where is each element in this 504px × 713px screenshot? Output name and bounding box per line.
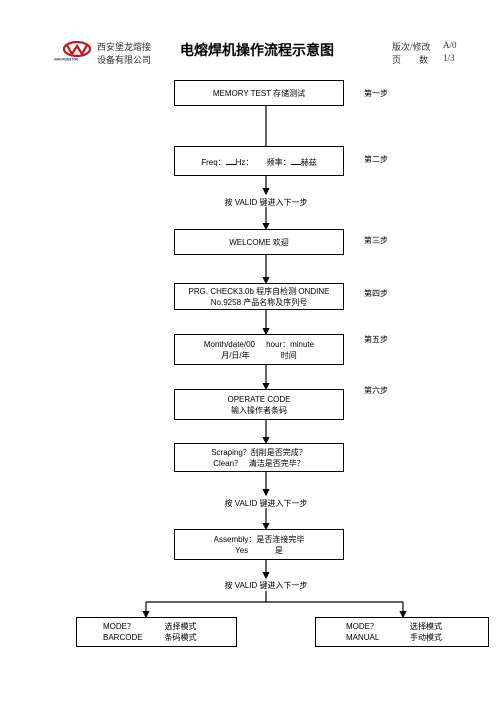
document-title: 电熔焊机操作流程示意图	[180, 43, 334, 59]
step-label-2: 第二步	[364, 155, 388, 164]
operate-code-line2: 输入操作者条码	[231, 405, 287, 415]
hezi-label: 赫兹	[300, 157, 317, 167]
shi-label: 是	[274, 545, 283, 555]
mode-box-barcode: MODE？ 选择模式 BARCODE 条码模式	[76, 617, 237, 647]
frequency-line: Freq： Hz： 频率： 赫兹	[201, 155, 317, 168]
date-time-line2: 月/日/年 时间	[221, 350, 297, 361]
pinlv-label: 频率：	[266, 157, 291, 167]
version-value: A/0	[443, 40, 457, 50]
time-label: 时间	[280, 350, 297, 360]
mode-box-manual: MODE？ 选择模式 MANUAL 手动模式	[315, 617, 489, 647]
step-box-scraping: Scraping？刮削是否完成？ Clean？ 清洁是否完毕？	[174, 443, 344, 472]
step-label-4: 第四步	[364, 289, 388, 298]
memory-test-label: MEMORY TEST 存储测试	[212, 88, 306, 98]
step-label-6: 第六步	[364, 386, 388, 395]
manual-mode-label: 手动模式	[410, 633, 442, 642]
program-check-line2: No.9258 产品名称及序列号	[210, 297, 308, 307]
manual-label: MANUAL	[346, 633, 380, 642]
freq-blank	[225, 155, 236, 165]
step-box-date-time: Month/date/00 hour：minute 月/日/年 时间	[174, 334, 344, 365]
mode-question-left: MODE？	[103, 622, 135, 631]
step-box-memory-test: MEMORY TEST 存储测试	[174, 80, 344, 106]
assembly-line1: Assembly：是否连接完毕	[213, 534, 305, 544]
company-logo: XIAN RUNSTON	[54, 40, 94, 63]
welcome-label: WELCOME 欢迎	[229, 237, 289, 247]
program-check-line1: PRG. CHECK3.0b 程序自检测 ONDINE	[188, 286, 330, 296]
step-label-5: 第五步	[364, 335, 388, 344]
step-label-1: 第一步	[364, 89, 388, 98]
operate-code-line1: OPERATE CODE	[227, 394, 291, 404]
page-label: 页 数	[392, 55, 429, 65]
step-box-frequency: Freq： Hz： 频率： 赫兹	[174, 146, 344, 176]
step-label-3: 第三步	[364, 236, 388, 245]
date-time-line1: Month/date/00 hour：minute	[203, 339, 315, 349]
select-mode-right: 选择模式	[410, 622, 442, 631]
step-box-operate-code: OPERATE CODE 输入操作者条码	[174, 389, 344, 420]
mode-question-right: MODE？	[346, 622, 378, 631]
freq-label: Freq：	[201, 157, 226, 167]
barcode-label: BARCODE	[103, 633, 143, 642]
page-value: 1/3	[443, 53, 455, 63]
step-box-assembly: Assembly：是否连接完毕 Yes 是	[174, 529, 344, 560]
yes-label: Yes	[235, 545, 249, 555]
step-box-welcome: WELCOME 欢迎	[174, 229, 344, 255]
logo-text: XIAN RUNSTON	[54, 58, 78, 62]
scraping-line1: Scraping？刮削是否完成？	[211, 447, 307, 457]
step-box-program-check: PRG. CHECK3.0b 程序自检测 ONDINE No.9258 产品名称…	[174, 283, 344, 310]
company-name-line1: 西安堡龙熔接	[97, 42, 152, 52]
valid-key-note-2: 按 VALID 键进入下一步	[224, 499, 308, 508]
valid-key-note-3: 按 VALID 键进入下一步	[224, 581, 308, 590]
date-label: 月/日/年	[221, 350, 250, 360]
version-label: 版次/修改	[392, 42, 431, 52]
hz-label: Hz：	[235, 157, 254, 167]
pinlv-blank	[290, 155, 301, 165]
valid-key-note-1: 按 VALID 键进入下一步	[224, 198, 308, 207]
company-name-line2: 设备有限公司	[97, 55, 152, 65]
barcode-mode-label: 条码模式	[164, 633, 197, 642]
scraping-line2: Clean？ 清洁是否完毕？	[213, 458, 305, 468]
assembly-line2: Yes 是	[235, 545, 283, 556]
select-mode-left: 选择模式	[164, 622, 197, 631]
